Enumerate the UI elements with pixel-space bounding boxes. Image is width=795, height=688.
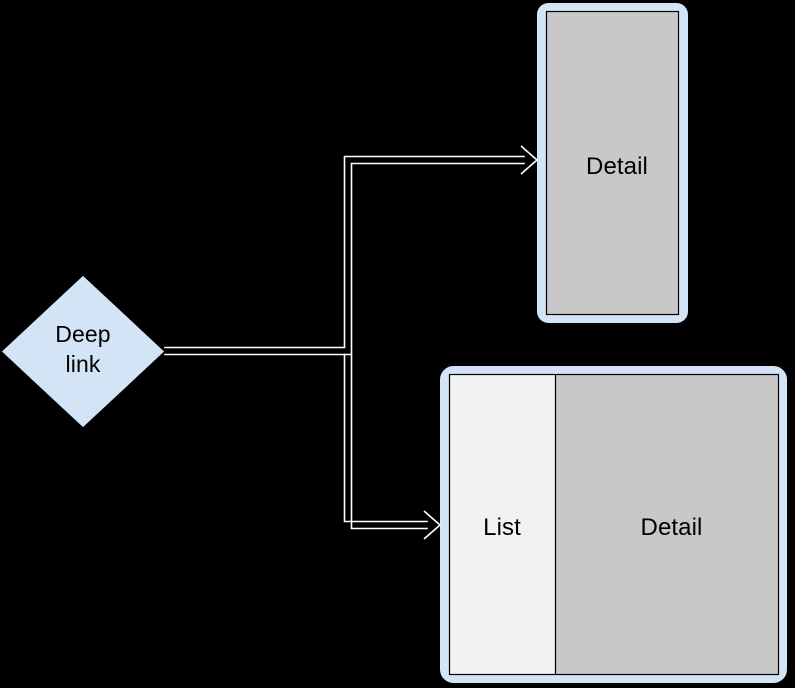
node-phone[interactable] xyxy=(537,3,688,323)
edge-tablet-arrowhead-icon xyxy=(423,510,442,540)
edge-tablet-rail-outer xyxy=(343,353,428,523)
edge-phone-rail-outer xyxy=(164,155,525,349)
edge-deeplink-to-phone[interactable] xyxy=(164,145,539,356)
node-deep-link[interactable] xyxy=(0,274,166,429)
edge-phone-rail-inner xyxy=(164,162,525,356)
node-tablet[interactable] xyxy=(440,366,787,683)
edge-tablet-rail-inner xyxy=(350,353,428,530)
deep-link-diamond-shape xyxy=(0,274,166,429)
tablet-screen-detail-pane[interactable] xyxy=(555,374,779,675)
edge-group xyxy=(164,145,539,540)
edge-deeplink-to-tablet[interactable] xyxy=(343,353,442,540)
tablet-screen-list-pane[interactable] xyxy=(449,374,556,675)
phone-screen-detail-pane[interactable] xyxy=(545,10,680,316)
edge-phone-arrowhead-icon xyxy=(520,145,539,175)
tablet-screen-outline xyxy=(448,373,780,676)
